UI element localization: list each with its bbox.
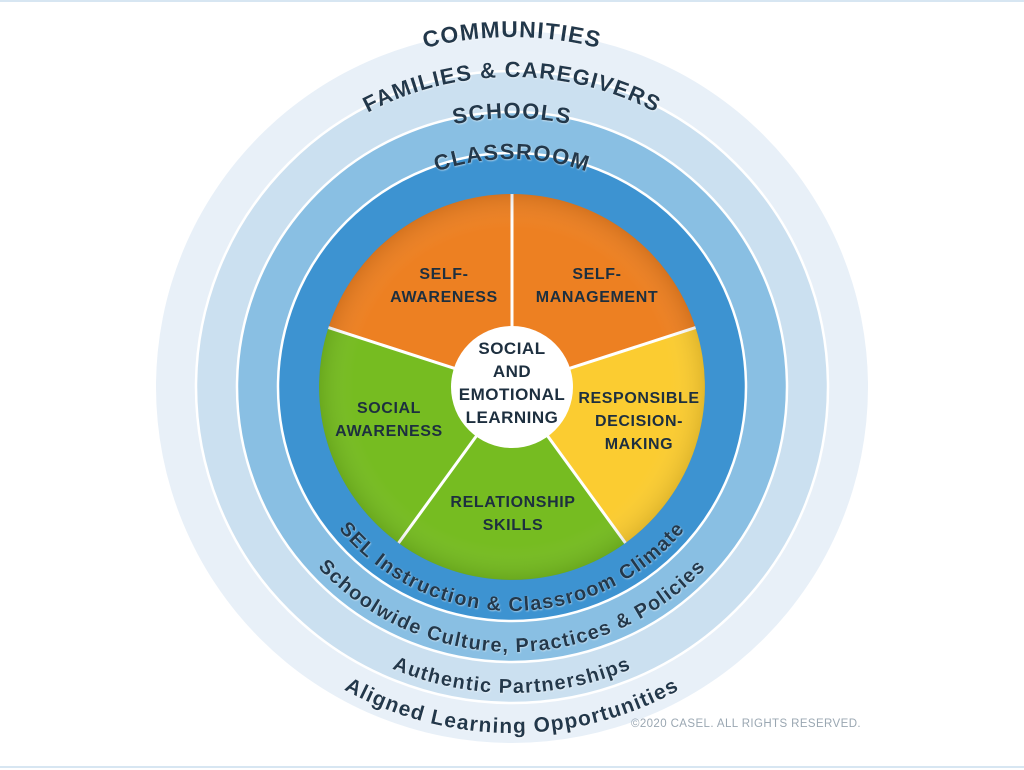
copyright-notice: ©2020 CASEL. ALL RIGHTS RESERVED. — [631, 718, 861, 730]
svg-text:SELF-: SELF- — [419, 266, 468, 283]
svg-text:MANAGEMENT: MANAGEMENT — [536, 289, 658, 306]
svg-text:SKILLS: SKILLS — [483, 517, 544, 534]
svg-text:AWARENESS: AWARENESS — [390, 289, 498, 306]
petal-label-self-awareness: SELF- AWARENESS — [390, 266, 498, 306]
petal-label-self-management: SELF- MANAGEMENT — [536, 266, 658, 306]
svg-text:RELATIONSHIP: RELATIONSHIP — [450, 494, 575, 511]
svg-text:MAKING: MAKING — [605, 436, 673, 453]
svg-text:AWARENESS: AWARENESS — [335, 423, 443, 440]
svg-text:LEARNING: LEARNING — [466, 408, 559, 427]
center-label-social-and-emotional-learning: SOCIAL AND EMOTIONAL LEARNING — [459, 339, 566, 427]
petal-label-social-awareness: SOCIAL AWARENESS — [335, 400, 443, 440]
ring-divider — [276, 151, 748, 623]
center-circle — [451, 326, 573, 448]
petal-label-relationship-skills: RELATIONSHIP SKILLS — [450, 494, 575, 534]
svg-text:AND: AND — [493, 362, 531, 381]
svg-text:DECISION-: DECISION- — [595, 413, 683, 430]
svg-text:EMOTIONAL: EMOTIONAL — [459, 385, 566, 404]
svg-text:SOCIAL: SOCIAL — [357, 400, 421, 417]
ring-divider — [235, 110, 789, 664]
svg-text:SOCIAL: SOCIAL — [478, 339, 545, 358]
petal-label-responsible-decision-making: RESPONSIBLE DECISION- MAKING — [578, 390, 699, 453]
svg-text:RESPONSIBLE: RESPONSIBLE — [578, 390, 699, 407]
ring-divider — [194, 69, 830, 705]
svg-text:SELF-: SELF- — [572, 266, 621, 283]
